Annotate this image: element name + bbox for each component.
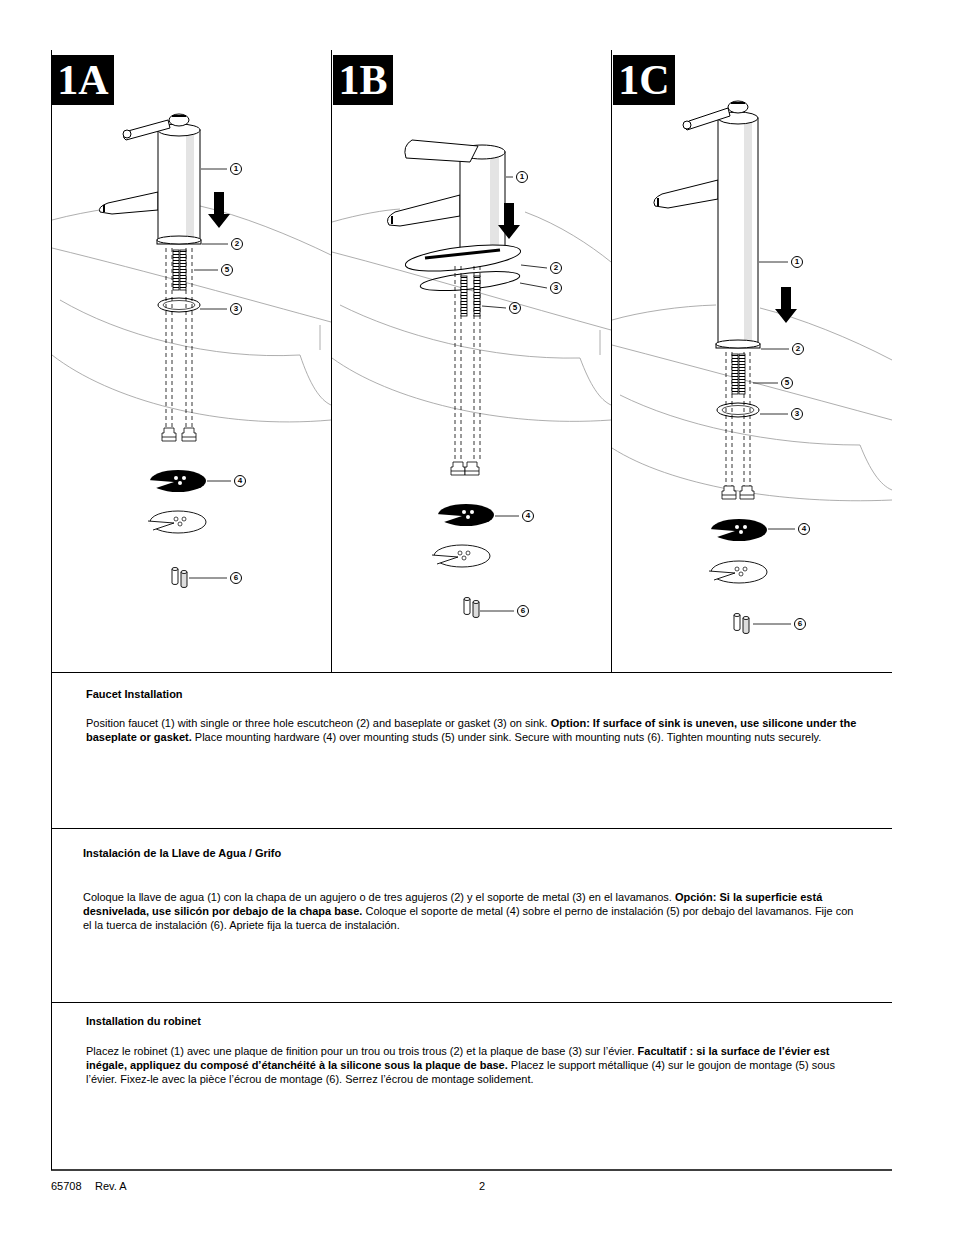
callout-number: 3 xyxy=(550,282,562,294)
callout-number: 6 xyxy=(517,605,529,617)
step-number: 1C xyxy=(618,59,669,101)
step-number: 1B xyxy=(338,59,387,101)
section-heading: Instalación de la Llave de Agua / Grifo xyxy=(83,846,281,860)
callout-number: 5 xyxy=(781,377,793,389)
callout-number: 3 xyxy=(230,303,242,315)
step-label: 1B xyxy=(333,55,393,105)
step-label: 1A xyxy=(52,55,114,105)
instruction-paragraph: Position faucet (1) with single or three… xyxy=(86,716,858,744)
footer-text: 2 xyxy=(479,1179,485,1193)
callout-number: 5 xyxy=(221,264,233,276)
instruction-text: Place mounting hardware (4) over mountin… xyxy=(195,731,822,743)
callout-number: 2 xyxy=(231,238,243,250)
callout-number: 6 xyxy=(230,572,242,584)
instruction-text: Placez le robinet (1) avec une plaque de… xyxy=(86,1045,634,1057)
instruction-text: Coloque la llave de agua (1) con la chap… xyxy=(83,891,672,903)
callout-number: 4 xyxy=(798,523,810,535)
footer-text: Rev. A xyxy=(95,1179,127,1193)
section-heading: Installation du robinet xyxy=(86,1014,201,1028)
instruction-text: Position faucet (1) with single or three… xyxy=(86,717,548,729)
callout-number: 1 xyxy=(516,171,528,183)
step-number: 1A xyxy=(57,59,108,101)
section-heading: Faucet Installation xyxy=(86,687,183,701)
callout-number: 3 xyxy=(791,408,803,420)
callout-number: 6 xyxy=(794,618,806,630)
callout-number: 4 xyxy=(234,475,246,487)
callout-number: 1 xyxy=(230,163,242,175)
callout-number: 5 xyxy=(509,302,521,314)
callout-number: 1 xyxy=(791,256,803,268)
instruction-paragraph: Coloque la llave de agua (1) con la chap… xyxy=(83,890,858,932)
callout-number: 4 xyxy=(522,510,534,522)
step-label: 1C xyxy=(613,55,675,105)
instruction-paragraph: Placez le robinet (1) avec une plaque de… xyxy=(86,1044,858,1086)
footer-text: 65708 xyxy=(51,1179,82,1193)
callout-number: 2 xyxy=(550,262,562,274)
callout-number: 2 xyxy=(792,343,804,355)
